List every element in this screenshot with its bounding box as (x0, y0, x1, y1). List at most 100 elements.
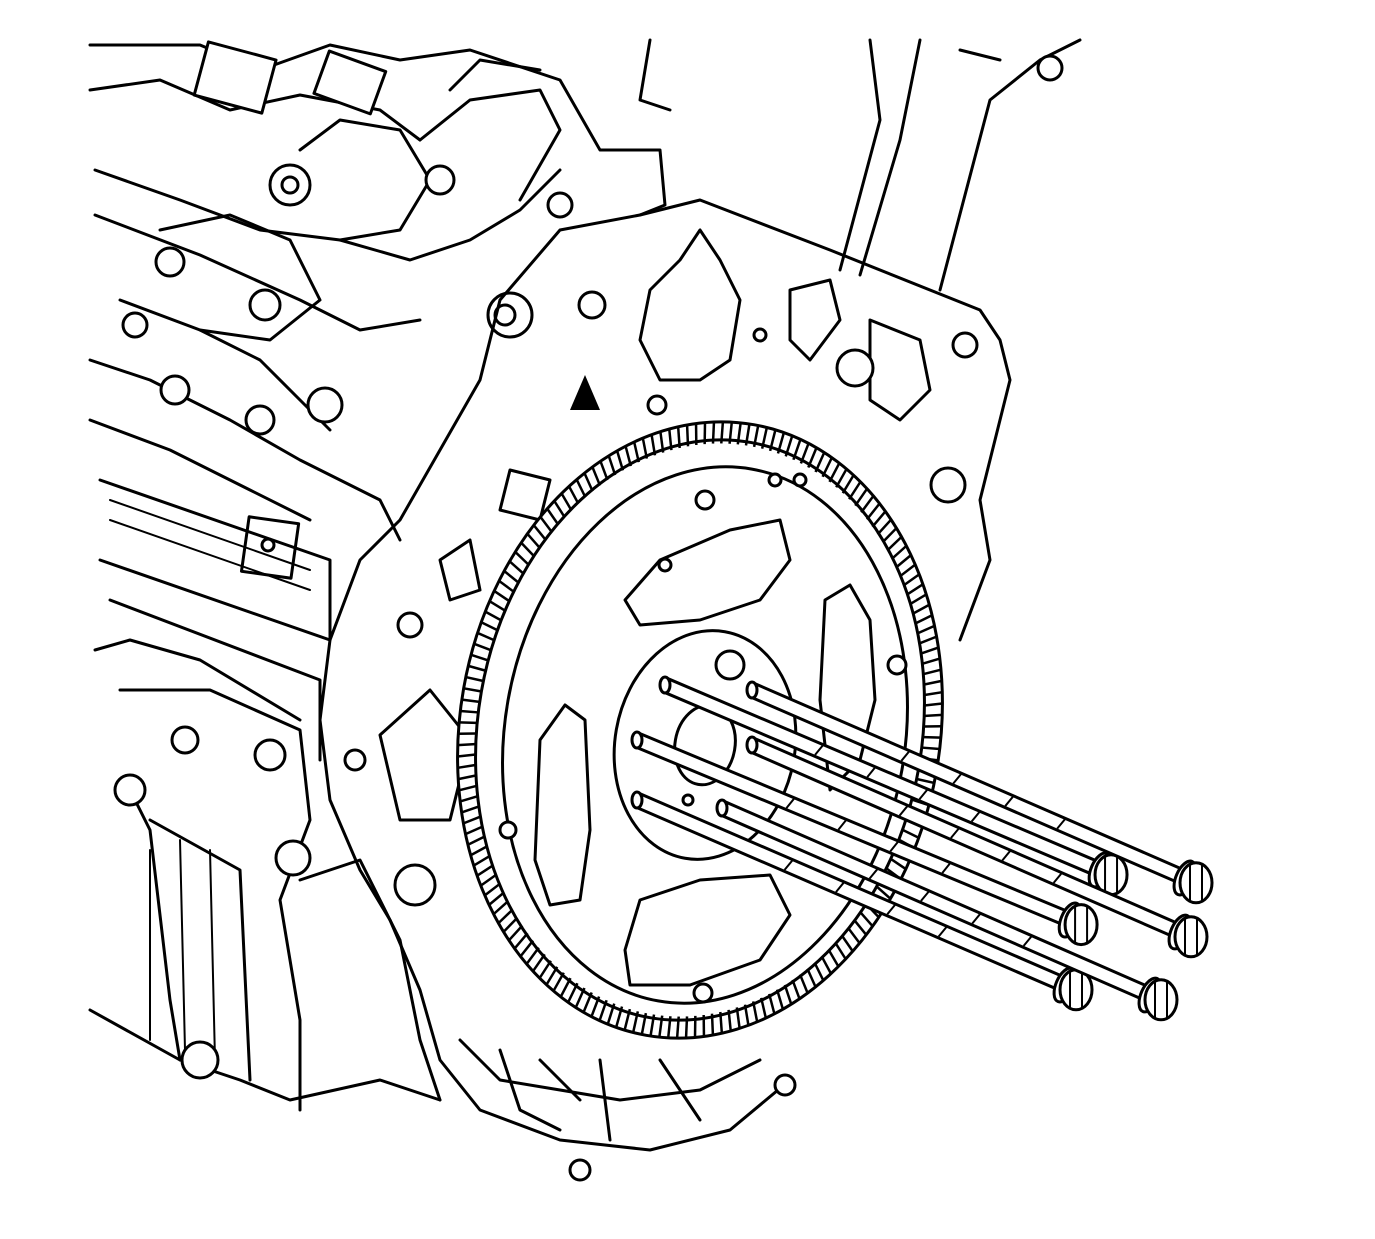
gear-tooth (480, 873, 497, 887)
gear-tooth (461, 805, 479, 814)
gear-tooth (465, 675, 483, 682)
gear-tooth (827, 949, 840, 968)
gear-tooth (871, 510, 887, 528)
gear-tooth (553, 500, 566, 518)
gear-tooth (890, 858, 907, 871)
gear-tooth (917, 778, 935, 785)
gear-tooth (925, 690, 943, 697)
gear-tooth (919, 635, 938, 645)
gear-tooth (526, 533, 541, 549)
gear-tooth (459, 795, 478, 803)
gear-tooth (895, 554, 912, 569)
gear-tooth (903, 573, 920, 587)
gear-tooth (798, 974, 809, 994)
gear-tooth (492, 900, 509, 916)
gear-tooth (921, 646, 939, 655)
gear-tooth (463, 687, 481, 693)
gear-tooth (467, 664, 485, 672)
gear-tooth (591, 466, 602, 486)
gear-tooth (909, 593, 927, 605)
gear-tooth (514, 551, 530, 566)
flywheel-bolt (630, 790, 1094, 1012)
flywheel-bolt (715, 798, 1179, 1022)
gear-tooth (841, 935, 854, 952)
flywheel-bolt (745, 735, 1209, 959)
gear-tooth (462, 815, 481, 825)
gear-tooth (922, 746, 940, 751)
gear-tooth (470, 653, 488, 662)
flywheel (456, 420, 944, 1040)
gear-tooth (917, 624, 935, 635)
engine-rear-plate (318, 38, 1082, 1182)
gear-tooth (502, 916, 519, 933)
gear-tooth (508, 560, 524, 575)
gear-tooth (460, 709, 478, 714)
flywheel-bolt (745, 680, 1214, 905)
gear-tooth (899, 563, 916, 578)
gear-tooth (567, 485, 580, 505)
gear-tooth (599, 460, 609, 481)
gear-tooth (532, 524, 547, 541)
gear-tooth (457, 774, 476, 781)
gear-tooth (902, 829, 920, 839)
gear-tooth (484, 610, 501, 621)
gear-tooth (923, 735, 941, 739)
flywheel-bolts (630, 675, 1214, 1022)
gear-tooth (470, 845, 488, 857)
gear-tooth (457, 742, 475, 747)
gear-tooth (503, 570, 519, 584)
gear-tooth (539, 516, 553, 533)
gear-tooth (473, 855, 491, 867)
gear-tooth (480, 621, 498, 631)
gear-tooth (458, 784, 477, 792)
gear-tooth (488, 600, 505, 612)
gear-tooth (508, 924, 524, 942)
gear-tooth (476, 864, 494, 877)
gear-tooth (853, 919, 868, 936)
oil-pan-and-mount (88, 688, 442, 1112)
gear-tooth (925, 702, 943, 707)
flywheel-bolt (658, 675, 1129, 897)
gear-tooth (881, 527, 898, 544)
gear-tooth (924, 679, 943, 686)
gear-tooth (886, 535, 903, 552)
gear-tooth (813, 962, 825, 981)
gear-tooth (915, 614, 933, 625)
gear-tooth (834, 942, 847, 960)
gear-tooth (465, 825, 483, 836)
gear-tooth (520, 541, 535, 557)
gear-tooth (820, 955, 833, 975)
gear-tooth (477, 631, 494, 641)
gear-tooth (847, 927, 861, 944)
gear-tooth (583, 472, 594, 492)
gear-tooth (461, 698, 479, 703)
gear-tooth (923, 668, 942, 676)
gear-tooth (546, 508, 559, 525)
gear-tooth (912, 603, 930, 615)
gear-tooth (457, 753, 475, 758)
gear-tooth (459, 721, 477, 725)
gear-tooth (467, 835, 485, 846)
gear-tooth (457, 763, 475, 770)
flywheel-bolt (630, 730, 1099, 947)
gear-tooth (922, 657, 941, 665)
gear-tooth (498, 579, 514, 593)
gear-tooth (488, 891, 505, 906)
gear-tooth (859, 911, 874, 927)
gear-tooth (575, 479, 587, 498)
gear-tooth (876, 885, 892, 900)
gear-tooth (806, 968, 817, 988)
gear-tooth (925, 713, 943, 718)
gear-tooth (791, 979, 801, 1000)
gear-tooth (876, 518, 892, 536)
gear-tooth (560, 492, 573, 511)
gear-tooth (497, 908, 514, 925)
gear-tooth (484, 882, 501, 897)
gear-tooth (493, 589, 510, 602)
gear-tooth (473, 642, 491, 652)
gear-tooth (891, 544, 908, 560)
gear-tooth (906, 583, 924, 596)
gear-tooth (513, 932, 529, 950)
